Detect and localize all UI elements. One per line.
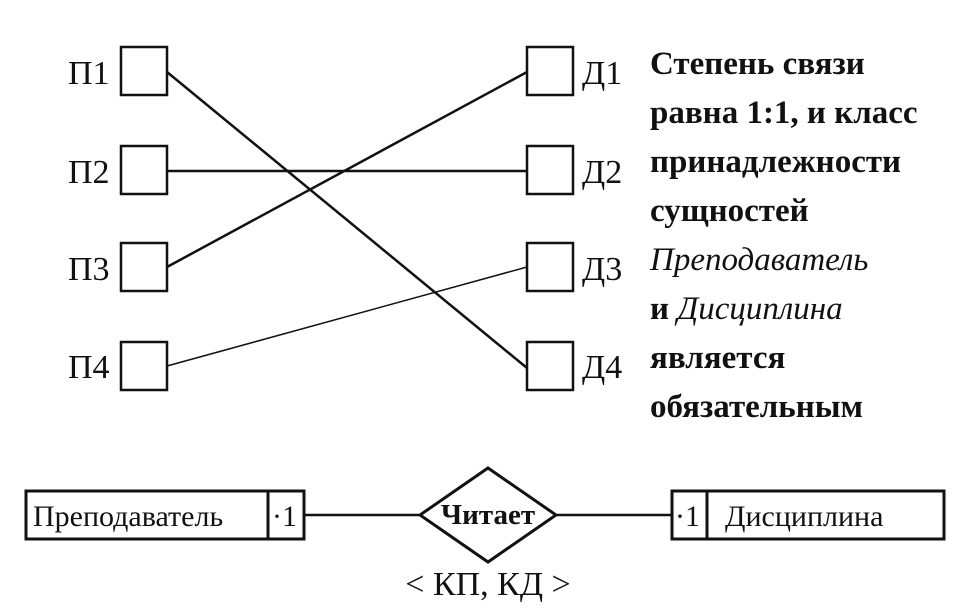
node-box-d4	[525, 340, 575, 392]
node-label-p1: П1	[68, 55, 110, 92]
er-relationship-diamond	[417, 466, 559, 564]
note-line-1: Степень связи	[650, 46, 865, 82]
er-relationship-label: Читает	[441, 499, 535, 531]
node-label-p4: П4	[68, 349, 110, 386]
node-box-p4	[119, 340, 169, 392]
note-line-2: равна 1:1, и класс	[650, 95, 918, 131]
note-line-7: является	[650, 340, 786, 376]
node-box-p3	[119, 241, 169, 293]
cardinality-note: Степень связи равна 1:1, и класс принадл…	[650, 40, 970, 432]
node-label-d4: Д4	[582, 349, 622, 386]
er-entity-right-box	[670, 489, 946, 541]
node-label-p2: П2	[68, 154, 110, 191]
node-label-d2: Д2	[582, 154, 622, 191]
er-key-label: < КП, КД >	[405, 566, 570, 603]
node-box-d2	[525, 144, 575, 196]
link-p3-d1	[166, 70, 528, 269]
node-label-d1: Д1	[582, 55, 622, 92]
note-line-4: сущностей	[650, 193, 809, 229]
node-box-p1	[119, 45, 169, 97]
note-entity-1: Преподаватель	[650, 242, 869, 278]
note-line-6: и Дисциплина	[650, 285, 970, 334]
note-line-8: обязательным	[650, 389, 864, 425]
er-cardinality-left: ·1	[272, 500, 297, 533]
link-p1-d4	[166, 71, 528, 369]
er-entity-left-box	[24, 489, 306, 541]
note-conj: и	[650, 291, 670, 327]
node-label-d3: Д3	[582, 251, 622, 288]
node-box-d3	[525, 241, 575, 293]
er-entity-right-label: Дисциплина	[725, 500, 883, 533]
note-entity-2: Дисциплина	[677, 291, 843, 327]
er-entity-left-label: Преподаватель	[33, 500, 223, 533]
link-p4-d3	[166, 266, 528, 367]
node-box-p2	[119, 144, 169, 196]
node-label-p3: П3	[68, 251, 110, 288]
node-box-d1	[525, 45, 575, 97]
er-cardinality-right: ·1	[675, 500, 700, 533]
note-line-3: принадлежности	[650, 144, 902, 180]
